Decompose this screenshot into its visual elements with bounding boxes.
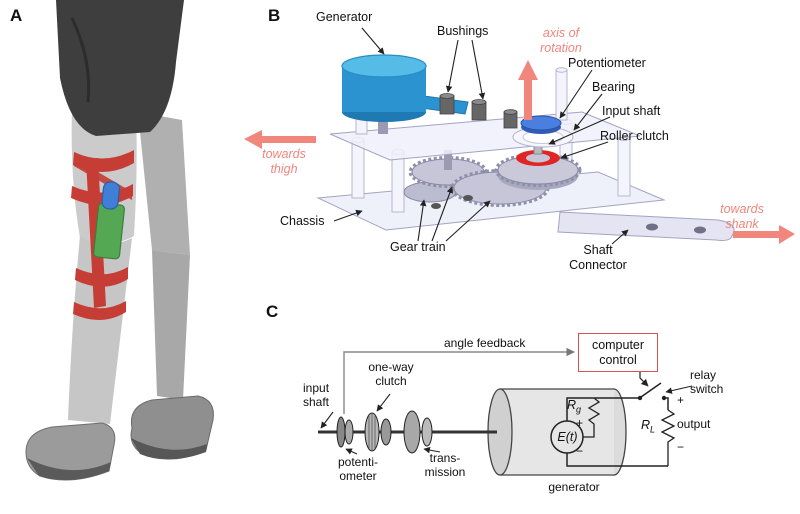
panel-b-leader-arrows [333,27,629,245]
chassis-callout: Chassis [280,214,325,228]
panel-a-label: A [10,6,23,25]
towards-shank-arrow [733,231,779,238]
schematic-one-way-clutch [364,412,392,452]
emf-plus-sign: + [576,416,584,430]
chassis-top-plate [329,111,641,161]
circuit-schematic [318,347,693,476]
axis-of-rotation-arrow [524,78,532,120]
potentiometer-label: potenti- ometer [337,455,379,484]
rl-label: RL [641,418,655,435]
gear-train-callout: Gear train [390,240,446,254]
relay-switch-label: relay switch [690,368,724,397]
one-way-clutch-label: one-way clutch [368,360,414,389]
relay-switch-blade [640,382,662,398]
bushings-callout: Bushings [437,24,489,38]
transmission-label: trans- mission [424,451,466,480]
potentiometer-callout: Potentiometer [568,56,646,70]
rotor-stack [494,115,582,190]
rl-subscript: L [650,424,656,435]
input-shaft-label: input shaft [303,381,330,410]
leg-illustration [25,0,214,481]
output-plus-sign: + [677,393,685,407]
schematic-generator-body [487,388,627,476]
bearing-callout: Bearing [592,80,636,94]
panel-c-label: C [266,302,279,321]
panel-c-leader-arrows [320,385,693,455]
angle-feedback-label: angle feedback [444,336,526,350]
schematic-wiring [550,382,676,467]
direction-arrows [244,60,795,244]
input-shaft-callout: Input shaft [602,104,661,118]
bushing-cylinders [439,93,518,129]
shaft-connector-callout: Shaft Connector [569,243,627,272]
schematic-potentiometer [336,416,354,448]
generator-callout: Generator [316,10,373,24]
towards-thigh-arrow [262,136,316,143]
computer-control-box: computer control [578,333,658,372]
rl-resistor [660,409,676,466]
generator-label: generator [548,480,600,494]
axis-of-rotation-label: axis of rotation [540,26,582,55]
emf-minus-sign: − [576,444,584,458]
harvester-housing [93,181,125,260]
rg-symbol: R [567,398,577,412]
towards-thigh-label: towards thigh [262,147,306,176]
device-assembly-drawing [244,27,795,245]
output-label: output [677,417,711,431]
emf-label: E(t) [557,430,578,444]
control-to-relay-wire [639,370,649,387]
output-minus-sign: − [677,440,685,454]
rl-symbol: R [641,418,651,432]
schematic-transmission [403,410,433,454]
generator-cylinder [341,54,469,134]
panel-b-label: B [268,6,281,25]
rg-label: Rg [567,398,581,415]
angle-feedback-wire [343,347,575,414]
rg-subscript: g [576,404,582,415]
towards-shank-label: towards shank [720,202,764,231]
shaft-connector-arm [557,211,735,241]
roller-clutch-callout: Roller clutch [600,129,669,143]
rg-resistor [583,397,601,438]
